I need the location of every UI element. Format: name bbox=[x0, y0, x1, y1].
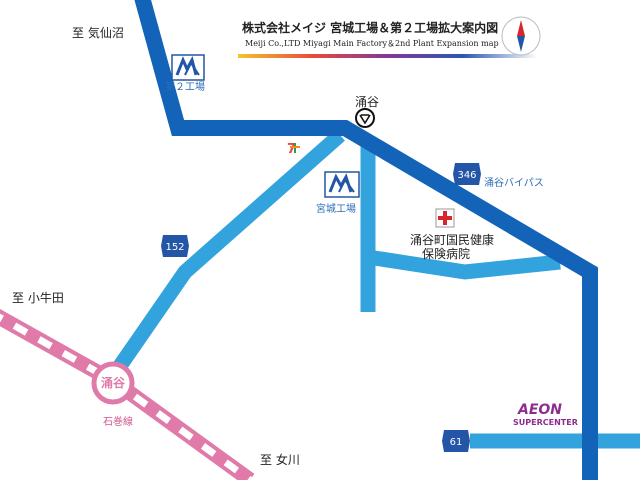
aeon-subtitle: SUPERCENTER bbox=[513, 418, 578, 427]
route-61-shield: 61 bbox=[442, 430, 470, 452]
label-wakuya-bypass: 涌谷バイパス bbox=[484, 177, 544, 189]
svg-text:涌谷: 涌谷 bbox=[101, 375, 126, 390]
svg-text:61: 61 bbox=[450, 437, 463, 448]
sub-roads bbox=[106, 129, 640, 449]
label-to-kesennuma: 至 気仙沼 bbox=[72, 25, 124, 40]
compass-icon bbox=[501, 16, 541, 56]
title-english: Meiji Co.,LTD Miyagi Main Factory＆2nd Pl… bbox=[245, 39, 499, 48]
svg-text:7: 7 bbox=[287, 142, 296, 157]
red-cross-icon bbox=[435, 208, 455, 228]
title-japanese: 株式会社メイジ 宮城工場＆第２工場拡大案内図 bbox=[242, 20, 498, 35]
school-symbol-icon bbox=[355, 108, 375, 128]
label-plant2: 第２工場 bbox=[165, 80, 205, 93]
route-346-shield: 346 bbox=[453, 163, 481, 185]
label-to-kogota: 至 小牛田 bbox=[12, 290, 64, 305]
route-152-shield: 152 bbox=[161, 235, 189, 257]
label-main-factory: 宮城工場 bbox=[316, 202, 356, 215]
label-to-onagawa: 至 女川 bbox=[260, 452, 300, 467]
convenience-store-icon: 7 bbox=[287, 140, 301, 157]
label-hospital-line2: 保険病院 bbox=[422, 246, 470, 261]
label-railway-line: 石巻線 bbox=[103, 415, 133, 428]
road-152 bbox=[106, 129, 345, 381]
main-road bbox=[134, 0, 598, 480]
label-hospital-line1: 涌谷町国民健康 bbox=[410, 232, 494, 247]
road-hospital-east bbox=[366, 249, 561, 280]
label-school: 涌谷 bbox=[355, 95, 379, 109]
station-icon: 涌谷 bbox=[91, 361, 135, 405]
company-logo-icon bbox=[324, 171, 360, 198]
title-underline bbox=[238, 54, 538, 58]
company-logo-icon bbox=[171, 54, 205, 81]
map-title: 株式会社メイジ 宮城工場＆第２工場拡大案内図 Meiji Co.,LTD Miy… bbox=[238, 20, 538, 58]
svg-text:346: 346 bbox=[457, 170, 476, 181]
aeon-logo: AEON bbox=[517, 402, 562, 418]
svg-text:152: 152 bbox=[165, 242, 184, 253]
